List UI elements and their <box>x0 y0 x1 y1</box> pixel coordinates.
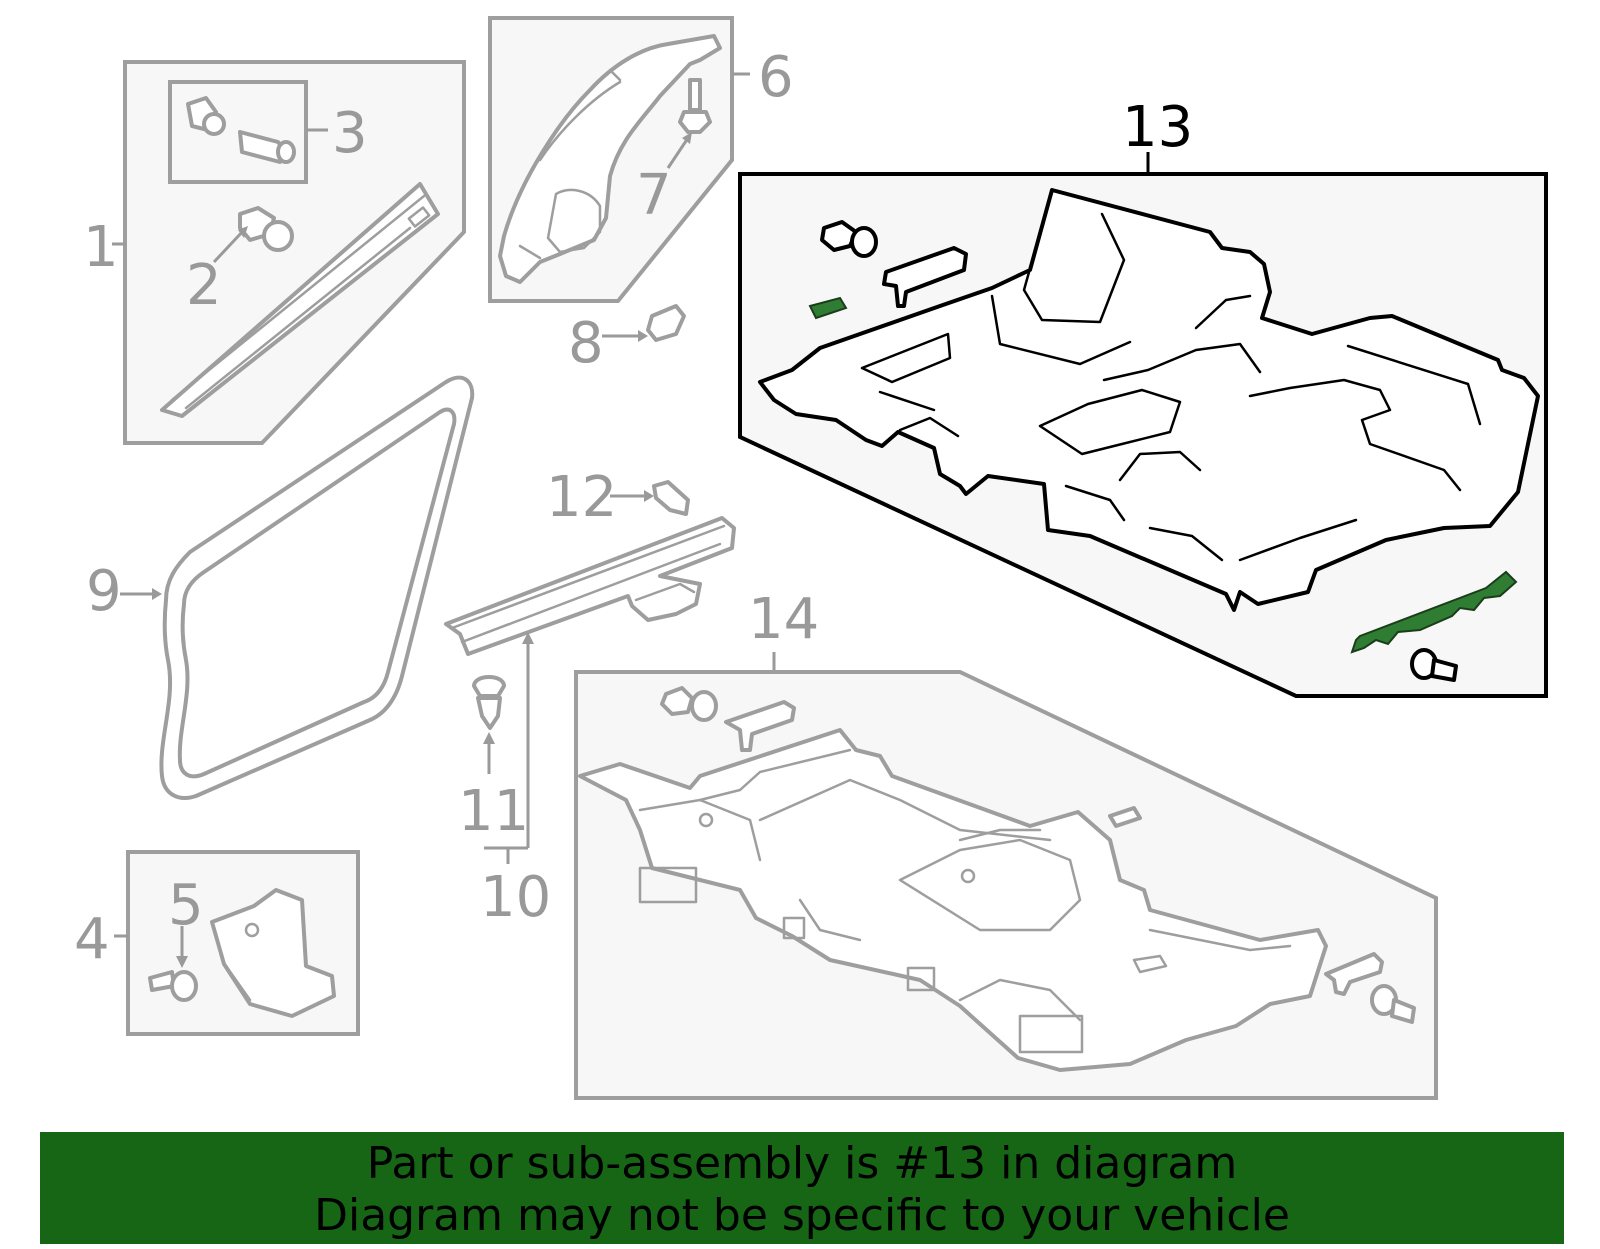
floor-carpet-icon <box>758 188 1540 612</box>
callout-14: 14 <box>748 587 819 652</box>
part-9[interactable]: 9 <box>86 375 475 800</box>
carpet-clip-3-icon <box>660 686 718 722</box>
part-group-4[interactable]: 4 5 <box>74 850 360 1036</box>
info-banner: Part or sub-assembly is #13 in diagram D… <box>40 1132 1564 1244</box>
callout-13: 13 <box>1122 95 1193 160</box>
carpet-clip-2-icon <box>1410 648 1458 682</box>
carpet-clip-icon <box>820 220 878 258</box>
clip-2-icon <box>238 206 294 252</box>
pillar-trim-icon <box>160 182 440 418</box>
bolt-5-icon <box>148 970 198 1002</box>
clip-3-icon <box>186 96 296 164</box>
callout-10: 10 <box>480 865 551 930</box>
part-8[interactable]: 8 <box>568 304 686 376</box>
upper-trim-icon <box>498 34 722 284</box>
callout-9: 9 <box>86 559 122 624</box>
carpet-bracket-3-icon <box>1324 952 1384 996</box>
callout-12: 12 <box>546 465 617 530</box>
part-group-10[interactable]: 12 11 10 <box>444 465 736 930</box>
sill-plate-icon <box>444 516 736 656</box>
kick-panel-icon <box>210 888 336 1018</box>
part-group-6[interactable]: 6 7 <box>488 16 794 303</box>
carpet-clip-5-icon <box>1370 984 1416 1024</box>
callout-11: 11 <box>458 779 529 844</box>
highlight-rail-icon <box>1350 570 1518 654</box>
clip-12-icon <box>652 480 690 516</box>
part-group-1[interactable]: 1 3 2 <box>83 60 466 445</box>
callout-8: 8 <box>568 311 604 376</box>
carpet-bracket-icon <box>882 246 968 308</box>
door-weatherstrip-icon <box>159 375 475 800</box>
callout-2: 2 <box>186 253 222 318</box>
part-group-14[interactable]: 14 <box>574 587 1438 1100</box>
callout-6: 6 <box>758 45 794 110</box>
callout-5: 5 <box>168 873 204 938</box>
clip-11-icon <box>472 675 506 730</box>
callout-4: 4 <box>74 907 110 972</box>
banner-line-1: Part or sub-assembly is #13 in diagram <box>366 1138 1238 1189</box>
callout-1: 1 <box>83 215 119 280</box>
bolt-7-icon <box>678 78 712 134</box>
floor-carpet-2-icon <box>578 728 1328 1072</box>
carpet-bracket-2-icon <box>724 700 796 752</box>
clip-8-icon <box>646 304 686 342</box>
carpet-clip-4-icon <box>1108 806 1142 828</box>
part-group-13[interactable]: 13 <box>738 95 1548 698</box>
highlight-clip-icon <box>808 296 848 320</box>
callout-3: 3 <box>332 101 368 166</box>
banner-line-2: Diagram may not be specific to your vehi… <box>314 1190 1290 1241</box>
callout-7: 7 <box>636 163 672 228</box>
